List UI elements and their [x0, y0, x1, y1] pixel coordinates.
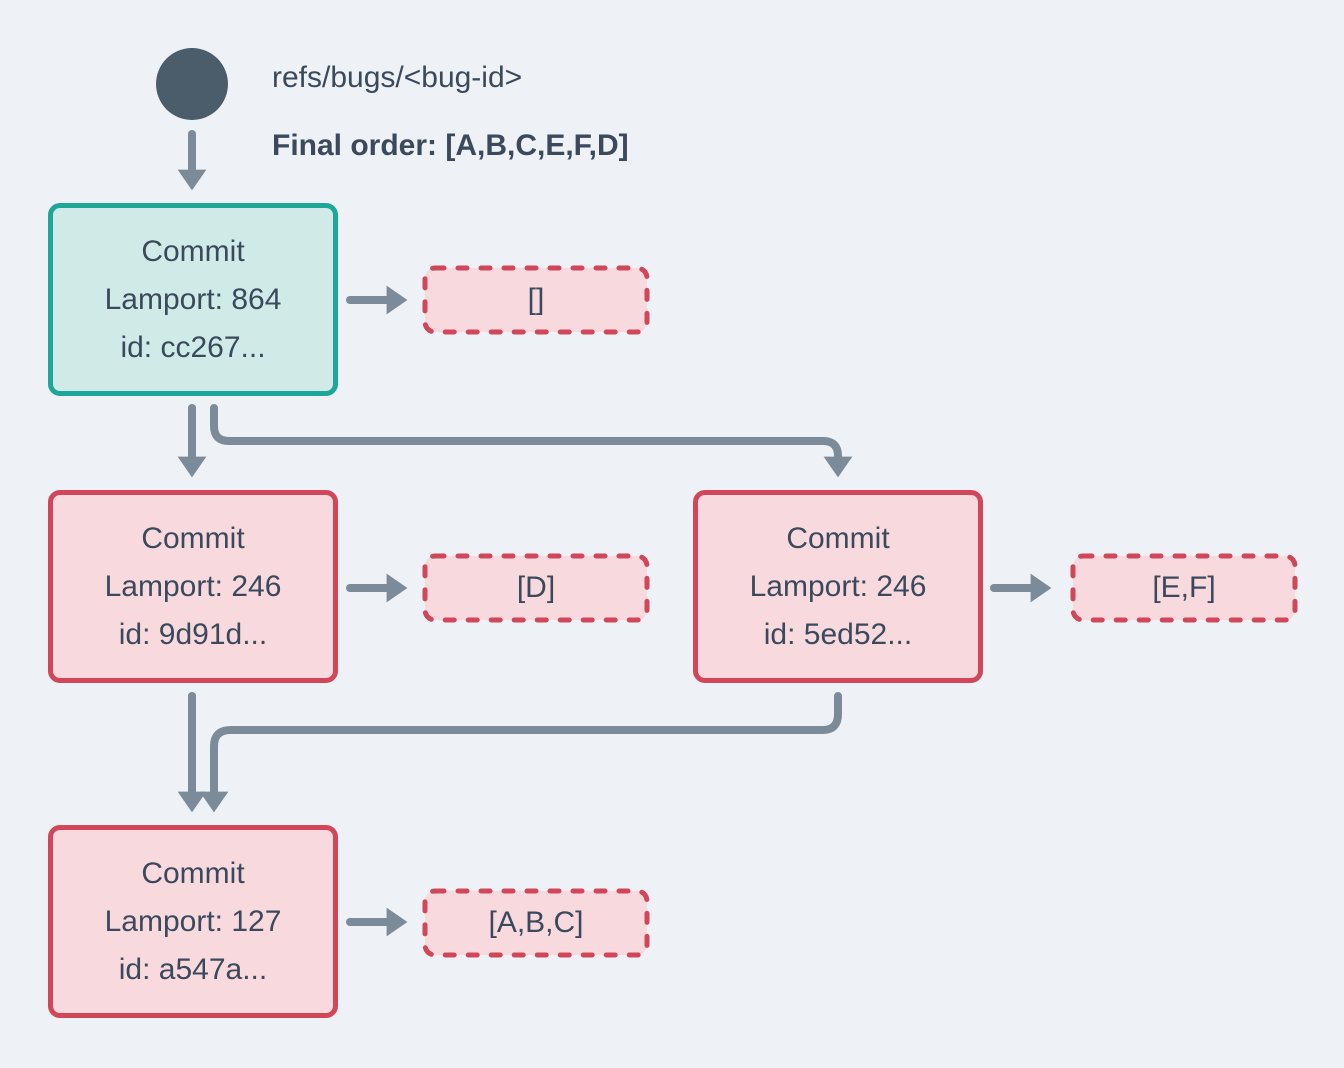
commit-title: Commit: [141, 856, 245, 890]
dashed-box-border: [1070, 553, 1298, 623]
ref-head-circle: [156, 48, 228, 120]
commit-lamport: Lamport: 246: [104, 569, 282, 603]
commit-title: Commit: [786, 521, 890, 555]
operations-label: [D]: [516, 571, 556, 604]
commit-lamport: Lamport: 864: [104, 282, 282, 316]
commit-id: id: cc267...: [120, 330, 266, 364]
commit-node-head: Commit Lamport: 864 id: cc267...: [48, 203, 338, 396]
commit-id: id: 9d91d...: [118, 617, 268, 651]
dashed-box-border: [422, 265, 650, 335]
commit-node-9d91d: Commit Lamport: 246 id: 9d91d...: [48, 490, 338, 683]
ref-label: refs/bugs/<bug-id>: [272, 61, 523, 94]
operations-label: [E,F]: [1152, 571, 1216, 604]
commit-title: Commit: [141, 234, 245, 268]
edge-right-commit-to-merge-commit: [199, 692, 842, 813]
dashed-box-border: [422, 888, 650, 958]
commit-node-5ed52: Commit Lamport: 246 id: 5ed52...: [693, 490, 983, 683]
dashed-box-border: [422, 553, 650, 623]
operations-node-head: []: [422, 265, 650, 335]
commit-title: Commit: [141, 521, 245, 555]
commit-lamport: Lamport: 246: [749, 569, 927, 603]
operations-label: [A,B,C]: [488, 906, 584, 939]
commit-lamport: Lamport: 127: [104, 904, 282, 938]
commit-node-a547a: Commit Lamport: 127 id: a547a...: [48, 825, 338, 1018]
commit-id: id: 5ed52...: [763, 617, 913, 651]
edge-head-to-right-commit: [210, 404, 853, 478]
final-order-label: Final order: [A,B,C,E,F,D]: [272, 129, 629, 162]
operations-label: []: [527, 283, 545, 316]
operations-node-9d91d: [D]: [422, 553, 650, 623]
commit-id: id: a547a...: [118, 952, 268, 986]
operations-node-5ed52: [E,F]: [1070, 553, 1298, 623]
operations-node-a547a: [A,B,C]: [422, 888, 650, 958]
